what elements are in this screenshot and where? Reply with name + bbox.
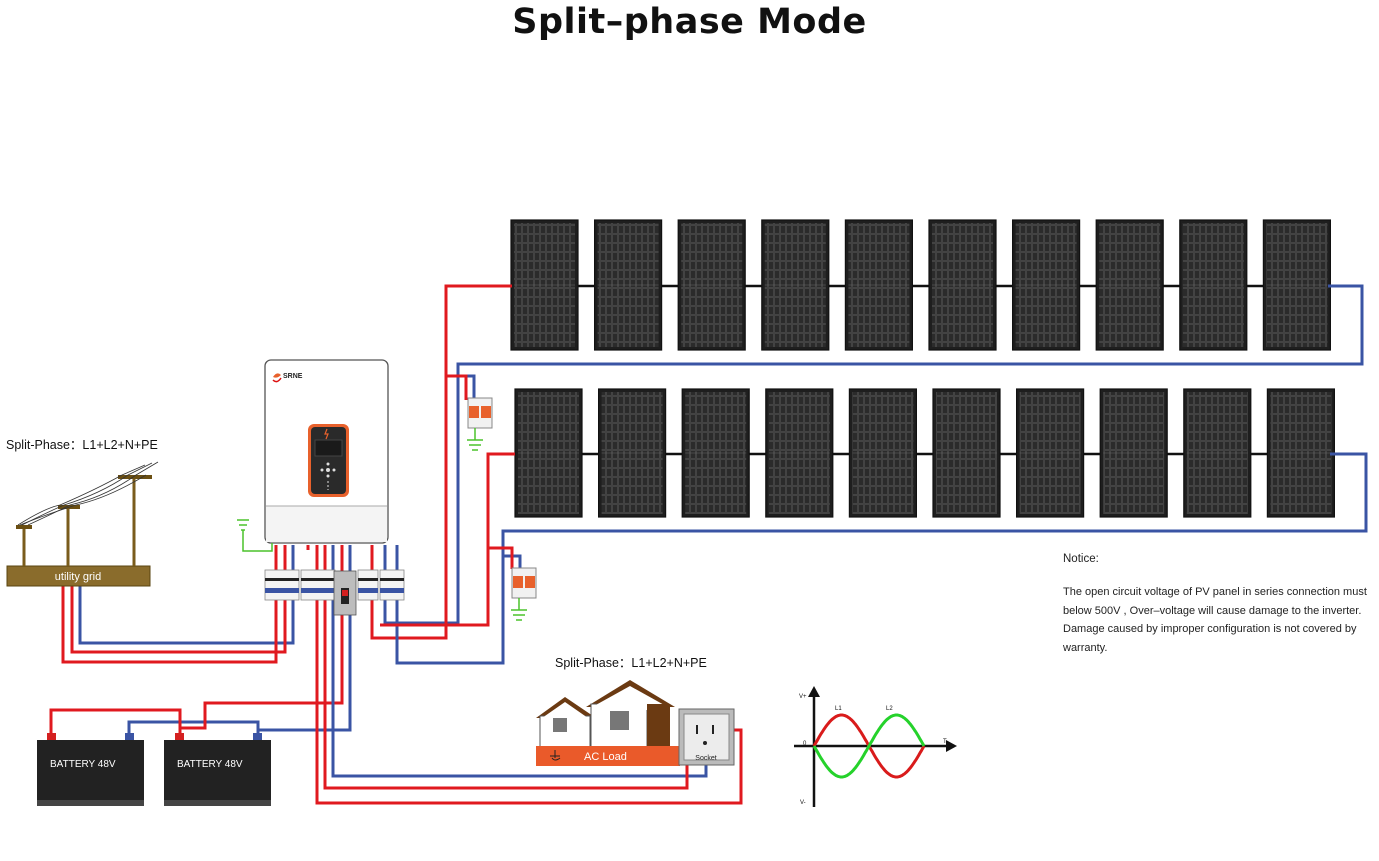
pv-panel (510, 219, 579, 351)
notice-heading: Notice: (1063, 553, 1099, 565)
waveform-l1-label: L1 (835, 706, 842, 712)
pv-panel (1095, 219, 1164, 351)
inverter (264, 359, 389, 544)
waveform-t: T (943, 739, 947, 745)
pv-panel (928, 219, 997, 351)
pv-panel (761, 219, 830, 351)
waveform-zero: 0 (803, 741, 807, 747)
pv-panel (848, 388, 918, 518)
socket (678, 708, 735, 766)
circuit-breaker (264, 569, 300, 601)
load-phase-label: Split-Phase：L1+L2+N+PE (555, 656, 707, 670)
pv-panel (932, 388, 1001, 518)
battery-1-label: BATTERY 48V (50, 759, 116, 770)
socket-label: Socket (695, 755, 716, 762)
grid-phase-label: Split-Phase：L1+L2+N+PE (6, 438, 158, 452)
pv-panel (765, 388, 834, 518)
pv-panel (514, 388, 583, 518)
pv-panel (1015, 388, 1085, 518)
pv-panel (1179, 219, 1248, 351)
utility-grid-label: utility grid (55, 571, 101, 583)
battery-2 (164, 733, 271, 806)
grid-wiring (61, 545, 295, 664)
pv-panel (1266, 388, 1336, 518)
battery-isolator (333, 570, 357, 616)
inverter-brand: SRNE (283, 373, 303, 380)
pv-panel (844, 219, 914, 351)
pv-string-2 (514, 388, 1336, 518)
pv-panel (1011, 219, 1081, 351)
waveform-v-minus: V- (800, 800, 806, 806)
pv-panel (1262, 219, 1332, 351)
pv-string-1 (510, 219, 1332, 351)
ac-load-label: AC Load (584, 751, 627, 763)
waveform-v-plus: V+ (799, 694, 807, 700)
pv-panel (597, 388, 667, 518)
pv-panel (1183, 388, 1252, 518)
battery-1 (37, 733, 144, 806)
pv-panel (681, 388, 750, 518)
page-title: Split–phase Mode (512, 2, 867, 42)
circuit-breaker (357, 569, 379, 601)
waveform-l2-label: L2 (886, 706, 893, 712)
inverter-ground-icon (237, 519, 273, 552)
pv-panel (1099, 388, 1168, 518)
utility-grid (6, 461, 159, 587)
battery-wiring (49, 545, 352, 740)
circuit-breaker (300, 569, 336, 601)
surge-protector-2 (511, 567, 537, 621)
split-phase-waveform (794, 686, 957, 807)
battery-2-label: BATTERY 48V (177, 759, 243, 770)
pv-wiring (370, 284, 1368, 665)
breaker-panel (264, 569, 405, 616)
surge-protector-1 (467, 397, 493, 451)
circuit-breaker (379, 569, 405, 601)
pv-panel (677, 219, 746, 351)
pv-panel (593, 219, 663, 351)
notice-body: The open circuit voltage of PV panel in … (1063, 586, 1367, 654)
ac-load-houses (536, 680, 680, 766)
